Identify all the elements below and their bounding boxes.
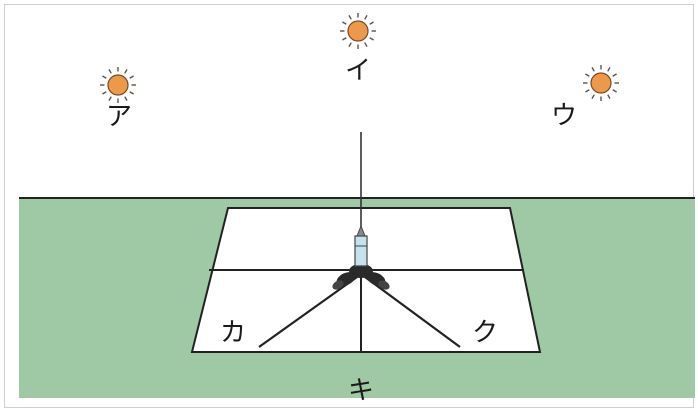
sun-icon <box>100 67 136 103</box>
stick <box>354 132 368 267</box>
clay-base <box>332 264 390 290</box>
shadow-label-ku: ク <box>472 318 499 348</box>
sun-label-i: イ <box>345 56 372 86</box>
shadow-line-ku <box>364 276 461 348</box>
stick-cap <box>354 235 368 267</box>
sun-label-u: ウ <box>551 101 578 131</box>
shadow-label-ka: カ <box>220 318 247 348</box>
sun-icon <box>340 13 376 49</box>
board <box>190 207 542 353</box>
sun-icon <box>583 65 619 101</box>
sun-label-a: ア <box>106 102 133 132</box>
shadow-line-ka <box>258 276 358 348</box>
shadow-label-ki: キ <box>348 376 375 406</box>
